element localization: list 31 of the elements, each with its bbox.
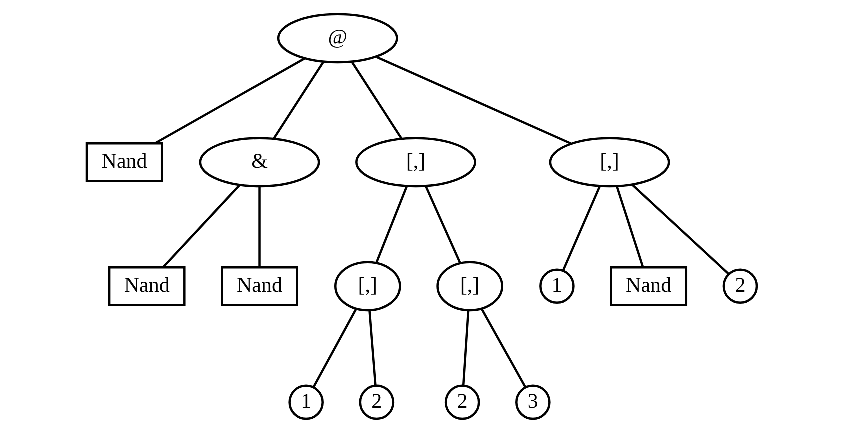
connector [562,186,600,272]
node-circle: 2 [722,268,758,304]
node-ellipse: [,] [334,261,401,312]
node-circle: 3 [515,384,550,420]
connector [462,311,470,386]
node-circle: 1 [288,384,324,420]
node-box: Nand [108,266,186,306]
node-circle: 2 [358,384,394,420]
connector [631,184,730,275]
node-ellipse: & [198,137,320,188]
connector [312,309,357,388]
node-ellipse: [,] [355,137,476,188]
node-box: Nand [85,142,163,182]
node-ellipse: [,] [436,261,503,312]
node-box: Nand [610,266,688,306]
connector [424,186,461,264]
node-ellipse: @ [276,13,398,64]
connector [375,186,408,264]
node-circle: 1 [539,268,574,304]
node-circle: 2 [444,384,480,420]
connector [272,62,324,140]
connector [351,62,402,140]
connector [162,184,240,268]
node-box: Nand [220,266,298,306]
node-ellipse: [,] [548,137,670,188]
connector [154,58,305,144]
connector [616,186,644,268]
connector [368,311,376,386]
connector [258,187,260,268]
connector [480,308,526,388]
connector [376,56,571,145]
